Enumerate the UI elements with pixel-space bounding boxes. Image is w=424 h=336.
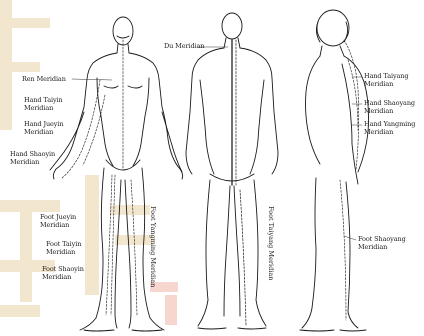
label-ren-meridian: Ren Meridian xyxy=(22,76,66,84)
label-hand-shaoyang: Hand Shaoyang Meridian xyxy=(364,100,415,115)
label-foot-taiyang: Foot Taiyang Meridian xyxy=(267,206,275,280)
label-foot-shaoyin: Foot Shaoyin Meridian xyxy=(42,266,84,281)
front-figure xyxy=(50,17,183,331)
label-du-meridian: Du Meridian xyxy=(164,43,204,51)
label-hand-jueyin: Hand Jueyin Meridian xyxy=(24,121,63,136)
label-hand-taiyang: Hand Taiyang Meridian xyxy=(364,73,408,88)
label-foot-yangming: Foot Yangming Meridian xyxy=(149,206,157,287)
label-foot-shaoyang: Foot Shaoyang Meridian xyxy=(358,236,406,251)
label-hand-yangming: Hand Yangming Meridian xyxy=(364,121,415,136)
label-hand-shaoyin: Hand Shaoyin Meridian xyxy=(10,151,55,166)
label-hand-taiyin: Hand Taiyin Meridian xyxy=(24,97,63,112)
label-foot-jueyin: Foot Jueyin Meridian xyxy=(40,214,76,229)
side-figure xyxy=(300,10,369,331)
label-foot-taiyin: Foot Taiyin Meridian xyxy=(46,241,81,256)
